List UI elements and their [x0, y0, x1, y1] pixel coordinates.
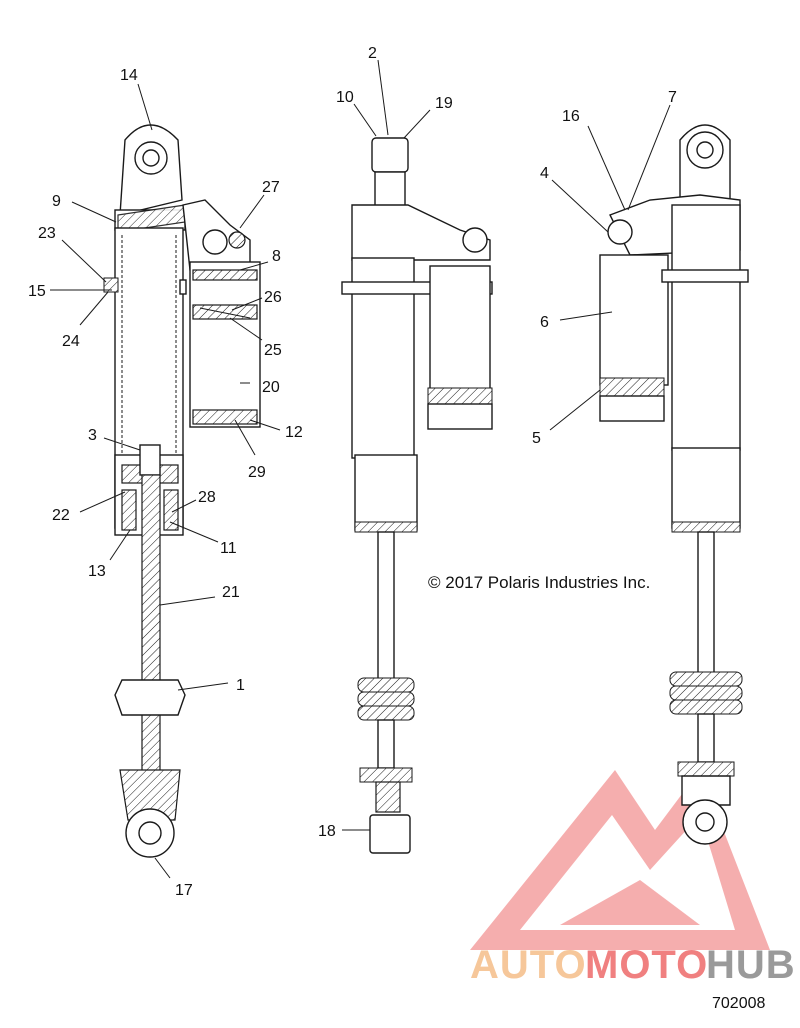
callout-20: 20: [262, 379, 280, 396]
callout-8: 8: [272, 248, 281, 265]
callout-21: 21: [222, 584, 240, 601]
callout-2: 2: [368, 45, 377, 62]
callout-29: 29: [248, 464, 266, 481]
callout-24: 24: [62, 333, 80, 350]
callout-13: 13: [88, 563, 106, 580]
callout-7: 7: [668, 89, 677, 106]
copyright-notice: © 2017 Polaris Industries Inc.: [428, 573, 650, 592]
watermark-brand-auto: AUTO: [470, 943, 587, 987]
callout-23: 23: [38, 225, 56, 242]
watermark-brand-hub: HUB: [706, 943, 796, 987]
callout-1: 1: [236, 677, 245, 694]
callout-6: 6: [540, 314, 549, 331]
callout-26: 26: [264, 289, 282, 306]
callout-9: 9: [52, 193, 61, 210]
callout-15: 15: [28, 283, 46, 300]
callout-labels: 14 9 23 15 24 27 8 26 25 20 12 29 3 22 2…: [28, 45, 677, 899]
callout-19: 19: [435, 95, 453, 112]
callout-16: 16: [562, 108, 580, 125]
leader-lines: [50, 59, 671, 879]
watermark-triangle-inner: [520, 815, 735, 930]
callout-18: 18: [318, 823, 336, 840]
callout-11: 11: [220, 540, 237, 557]
shock-exterior-view: [599, 124, 749, 845]
shock-section-view: [103, 124, 261, 858]
watermark-triangle-core: [560, 880, 700, 925]
callout-4: 4: [540, 165, 549, 182]
callout-3: 3: [88, 427, 97, 444]
watermark-brand-moto: MOTO: [585, 943, 708, 987]
callout-25: 25: [264, 342, 282, 359]
callout-5: 5: [532, 430, 541, 447]
watermark-brand: AUTO MOTO HUB: [470, 943, 796, 987]
callout-22: 22: [52, 507, 70, 524]
figure-number: 702008: [712, 995, 765, 1012]
callout-12: 12: [285, 424, 303, 441]
callout-14: 14: [120, 67, 138, 84]
callout-10: 10: [336, 89, 354, 106]
callout-17: 17: [175, 882, 193, 899]
callout-28: 28: [198, 489, 216, 506]
callout-27: 27: [262, 179, 280, 196]
shock-side-view: [341, 137, 493, 854]
